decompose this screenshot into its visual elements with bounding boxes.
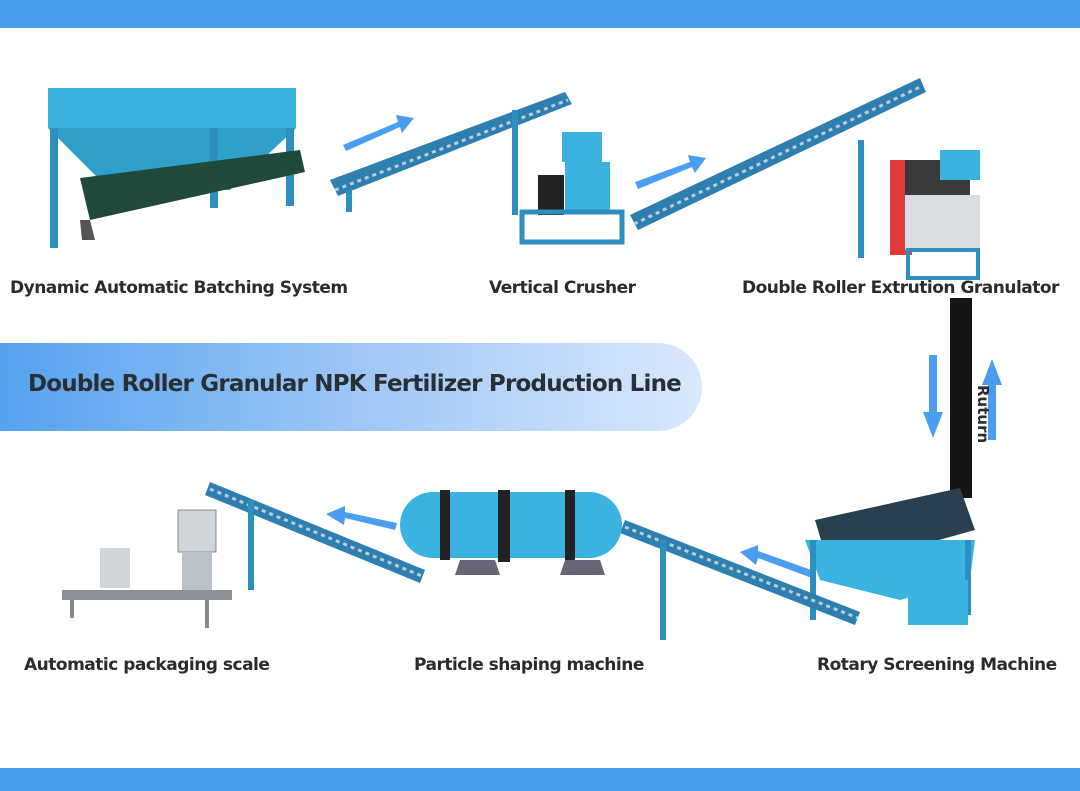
conveyor-2 [630, 78, 926, 258]
label-packaging-scale: Automatic packaging scale [24, 655, 270, 675]
flow-arrow-up [982, 359, 1002, 440]
bottom-border-bar [0, 768, 1080, 791]
bucket-elevator [950, 298, 972, 498]
conveyor-3 [620, 520, 860, 640]
title-banner: Double Roller Granular NPK Fertilizer Pr… [0, 343, 702, 431]
flow-arrow-3 [740, 545, 814, 578]
return-label: Ruturn [974, 385, 992, 444]
page-title: Double Roller Granular NPK Fertilizer Pr… [28, 371, 682, 397]
shaping-drum-illustration [400, 490, 622, 575]
label-granulator: Double Roller Extrution Granulator [742, 278, 1059, 298]
flow-arrow-4 [326, 506, 397, 530]
packaging-scale-illustration [62, 509, 232, 628]
top-border-bar [0, 0, 1080, 28]
conveyor-1 [330, 92, 572, 215]
label-shaping-machine: Particle shaping machine [414, 655, 644, 675]
batching-system-illustration [48, 88, 305, 248]
crusher-illustration [519, 132, 625, 245]
rotary-screen-illustration [805, 488, 975, 625]
flow-arrow-1 [343, 115, 414, 151]
conveyor-4 [205, 482, 425, 590]
flow-arrow-2 [635, 155, 706, 189]
label-vertical-crusher: Vertical Crusher [489, 278, 636, 298]
granulator-illustration [890, 150, 980, 280]
label-rotary-screening: Rotary Screening Machine [817, 655, 1057, 675]
flow-arrow-down [923, 355, 943, 438]
arrows [326, 115, 1002, 578]
label-batching-system: Dynamic Automatic Batching System [10, 278, 348, 298]
